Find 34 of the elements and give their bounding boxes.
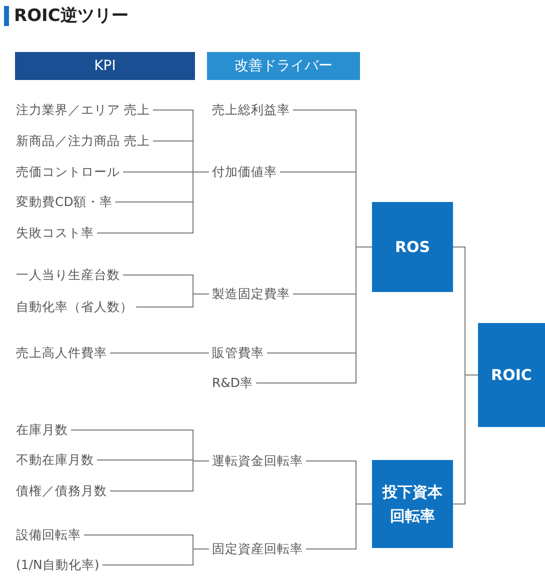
driver-label: 販管費率	[212, 342, 264, 364]
metric-box: ROIC	[478, 323, 545, 427]
column-header: KPI	[15, 52, 195, 80]
kpi-label: 不動在庫月数	[16, 449, 94, 471]
metric-box: ROS	[372, 202, 453, 292]
kpi-label: 新商品／注力商品 売上	[16, 130, 150, 152]
kpi-label: 設備回転率	[16, 524, 81, 546]
kpi-label: 注力業界／エリア 売上	[16, 99, 150, 121]
driver-label: 固定資産回転率	[212, 538, 303, 560]
kpi-label: 在庫月数	[16, 419, 68, 441]
connector-line	[110, 460, 210, 492]
connector-line	[96, 172, 210, 234]
kpi-label: 変動費CD額・率	[16, 191, 112, 213]
column-header: 改善ドライバー	[207, 52, 360, 80]
connector-line	[306, 504, 372, 550]
kpi-label: 失敗コスト率	[16, 222, 94, 244]
driver-label: 製造固定費率	[212, 283, 290, 305]
connector-line	[102, 548, 210, 566]
driver-label: 運転資金回転率	[212, 450, 303, 472]
connector-line	[256, 246, 372, 384]
kpi-label: (1/N自動化率)	[16, 554, 100, 576]
kpi-label: 自動化率（省人数）	[16, 296, 133, 318]
kpi-label: 債権／債務月数	[16, 480, 107, 502]
driver-label: 売上総利益率	[212, 99, 290, 121]
connector-line	[452, 374, 478, 504]
kpi-label: 売価コントロール	[16, 161, 120, 183]
kpi-label: 一人当り生産台数	[16, 264, 120, 286]
driver-label: R&D率	[212, 372, 254, 394]
connector-line	[110, 352, 210, 354]
title: ROIC逆ツリー	[4, 6, 128, 26]
driver-label: 付加価値率	[212, 161, 277, 183]
connector-line	[136, 294, 210, 308]
kpi-label: 売上高人件費率	[16, 342, 107, 364]
metric-box: 投下資本回転率	[372, 460, 453, 548]
